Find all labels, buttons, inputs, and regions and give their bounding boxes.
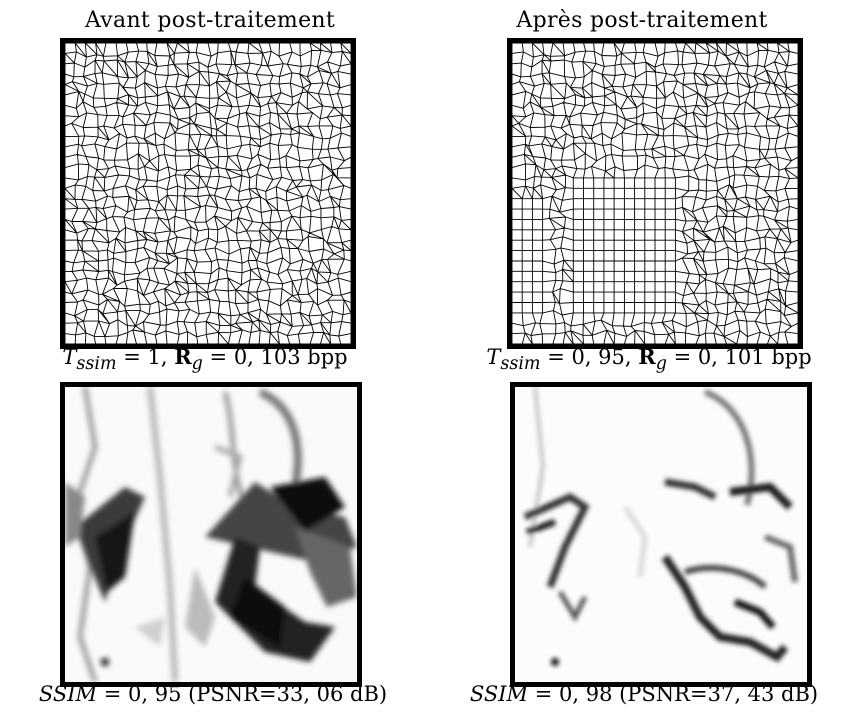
left-title: Avant post-traitement [85,8,335,33]
left-r-sub: g [191,354,203,375]
mesh-lines [512,43,798,344]
left-t-sub: ssim [76,354,117,375]
left-ssim-value: = 0, 95 (PSNR=33, 06 dB) [97,682,388,706]
left-ssim-metric: SSIM [38,682,98,706]
right-ssim-metric: SSIM [469,682,529,706]
right-mesh-svg [512,43,798,344]
right-t-label: T [486,345,501,369]
left-mesh-image [60,38,356,349]
left-t-label: T [62,345,77,369]
right-ssim-map [510,382,812,687]
right-r-sub: g [655,354,667,375]
right-r-label: R [638,344,656,369]
right-ssim-value: = 0, 98 (PSNR=37, 43 dB) [528,682,819,706]
right-mesh-caption: Tssim = 0, 95, Rg = 0, 101 bpp [434,344,859,374]
right-mesh-image [507,38,803,349]
mesh-lines [65,43,351,344]
left-r-value: = 0, 103 bpp [202,345,348,369]
right-t-value: = 0, 95, [540,345,639,369]
left-t-value: = 1, [116,345,175,369]
left-mesh-svg [65,43,351,344]
left-ssim-map [60,382,362,687]
right-t-sub: ssim [500,354,541,375]
left-r-label: R [174,344,192,369]
right-ssim-caption: SSIM = 0, 98 (PSNR=37, 43 dB) [429,682,859,706]
left-ssim-svg [65,387,357,682]
right-title: Après post-traitement [516,8,768,33]
right-r-value: = 0, 101 bpp [666,345,812,369]
right-ssim-svg [515,387,807,682]
left-ssim-caption: SSIM = 0, 95 (PSNR=33, 06 dB) [0,682,428,706]
left-mesh-caption: Tssim = 1, Rg = 0, 103 bpp [0,344,420,374]
